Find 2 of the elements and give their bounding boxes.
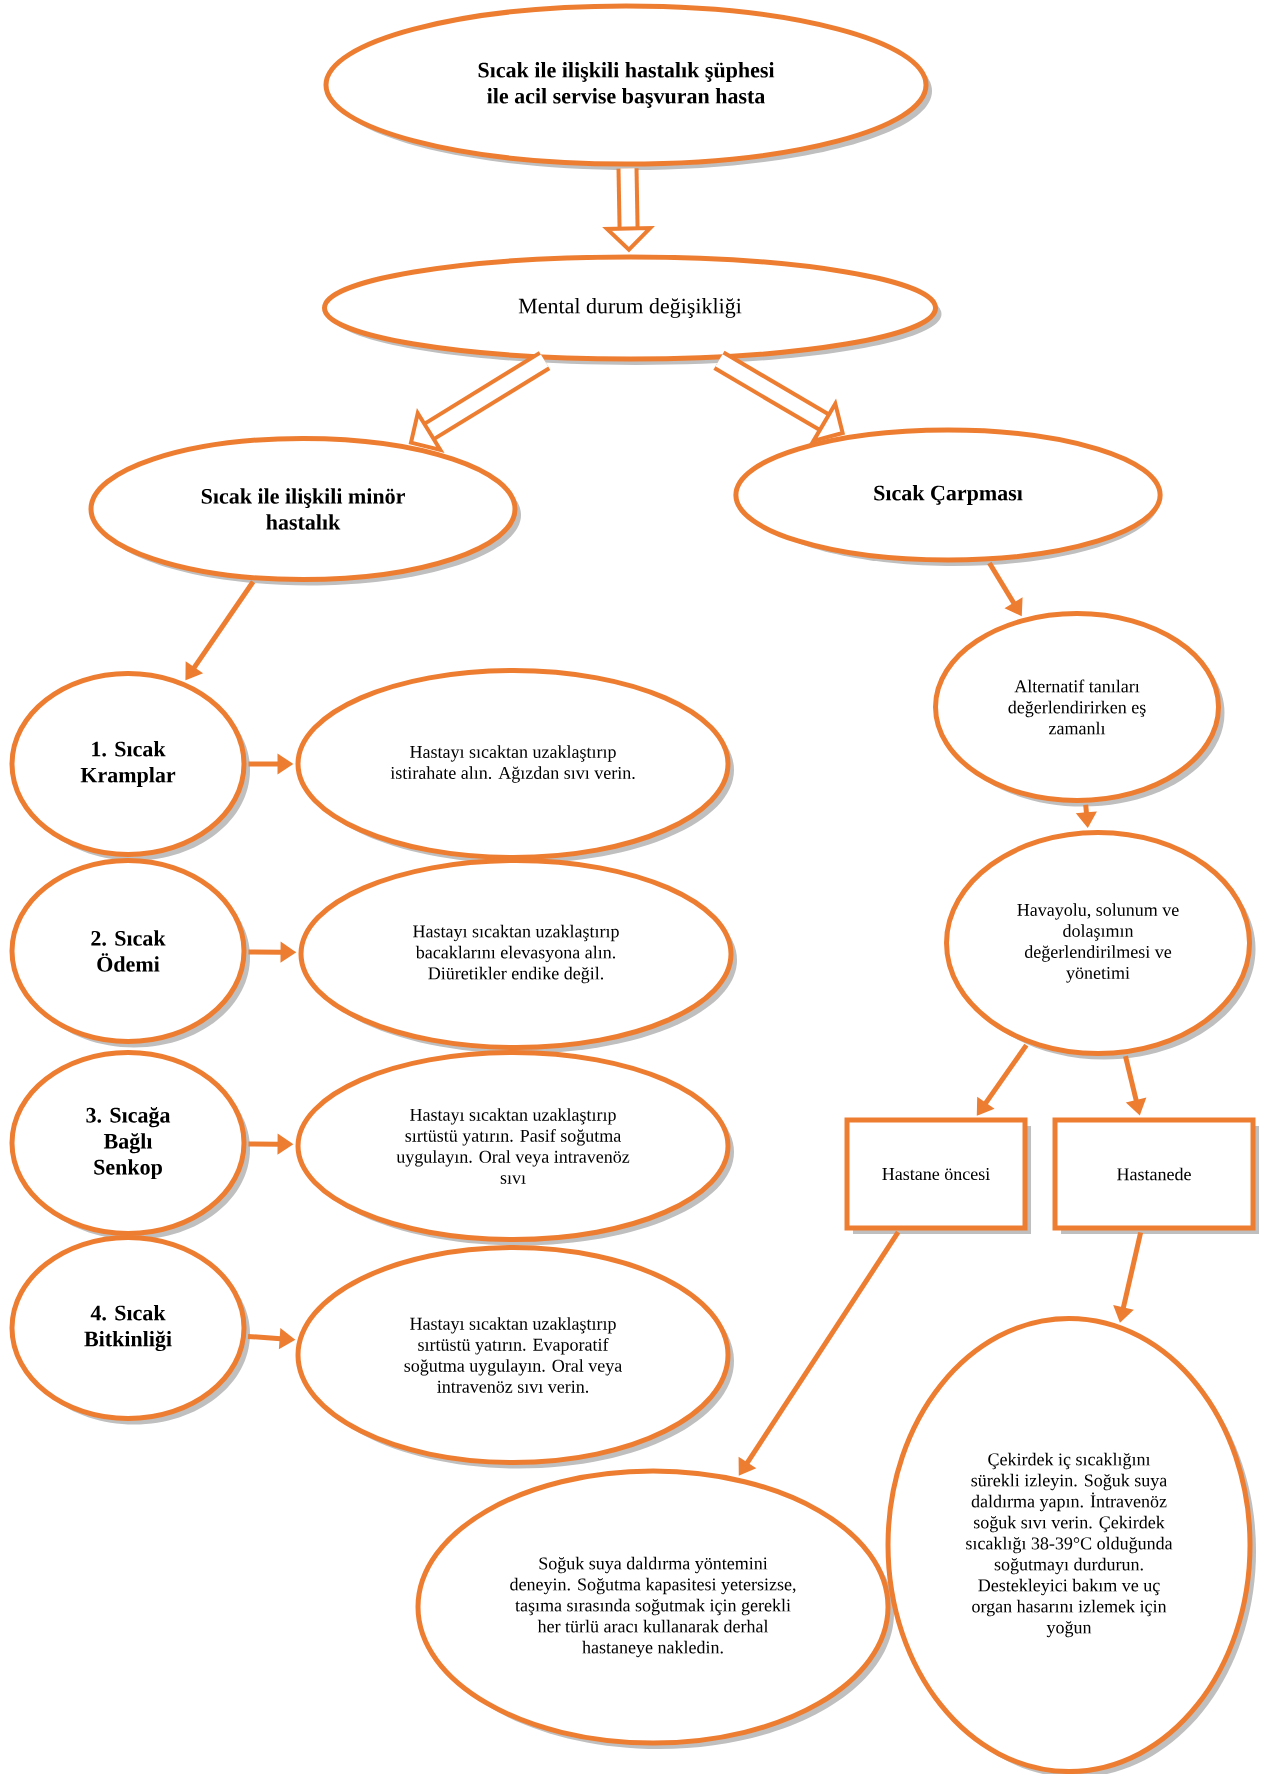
- process-box: Hastanede: [1052, 1117, 1259, 1234]
- process-box: Hastane öncesi: [844, 1117, 1031, 1234]
